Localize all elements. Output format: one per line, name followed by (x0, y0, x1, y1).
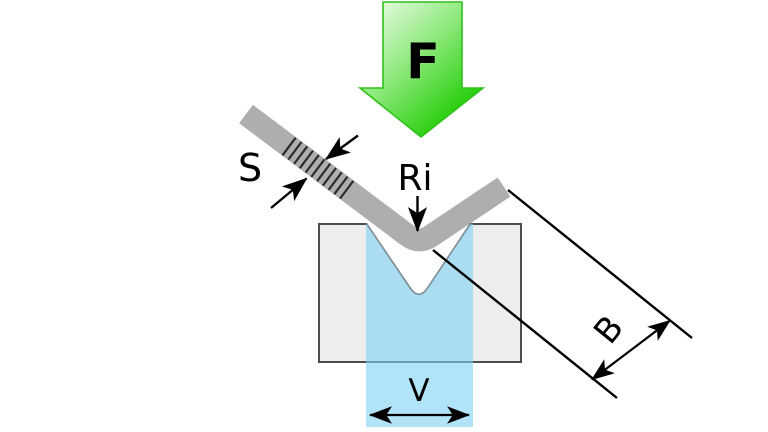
thickness-arrow-lower-icon (270, 177, 308, 209)
sheet-metal (239, 104, 511, 252)
force-arrow-icon (357, 1, 486, 139)
flange-extension-line-upper (507, 189, 693, 339)
die-notch-outline (365, 223, 472, 296)
die-opening-label: V (408, 373, 429, 409)
force-label: F (406, 33, 439, 90)
sheet-thickness-hatch (281, 137, 355, 200)
flange-dimension-arrow-icon (591, 319, 671, 381)
thickness-arrow-upper-icon (325, 134, 359, 160)
inner-radius-label: Ri (397, 158, 432, 199)
sheet-thickness-label: S (238, 146, 262, 190)
flange-extension-line-lower (432, 249, 618, 399)
flange-length-label: B (586, 308, 632, 351)
